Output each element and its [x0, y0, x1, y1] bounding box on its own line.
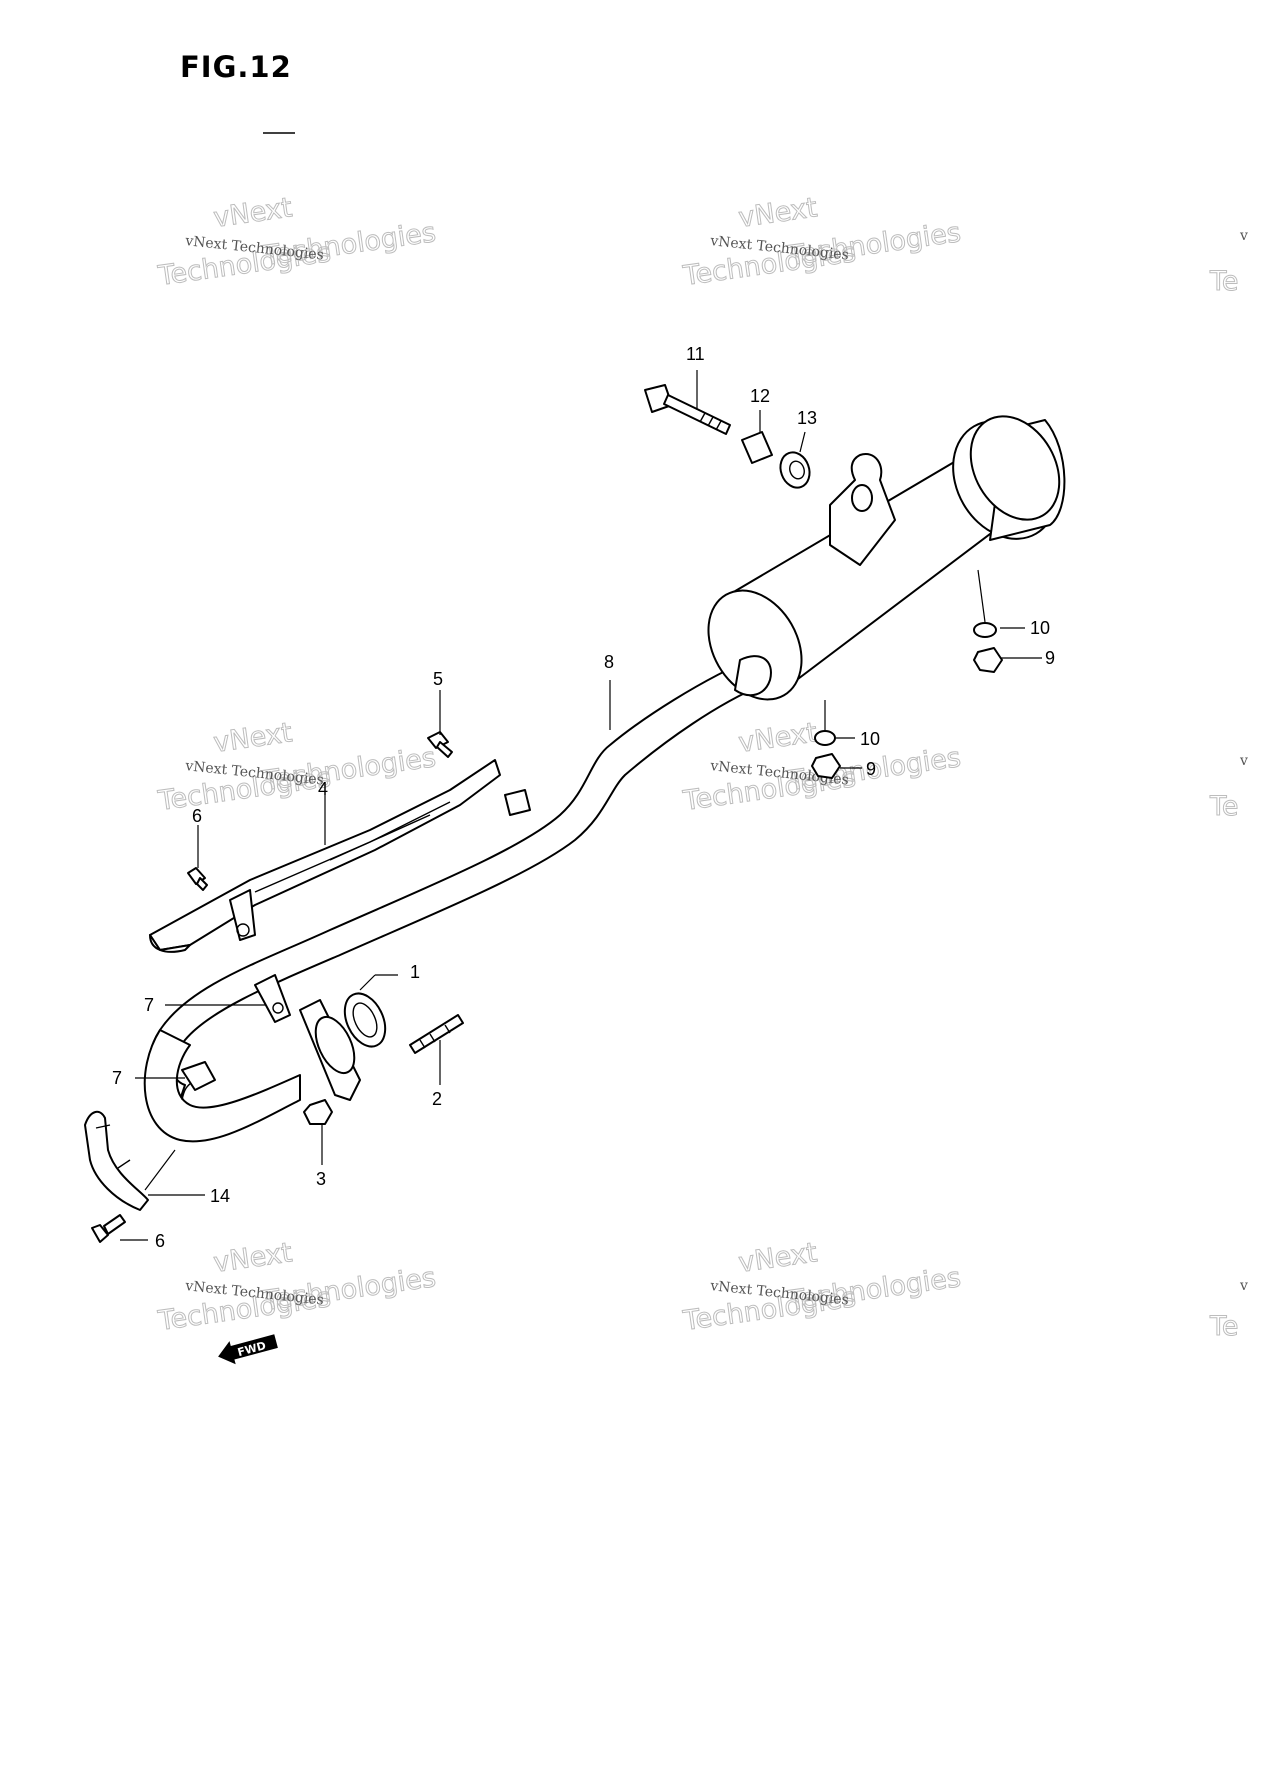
fwd-arrow-icon: FWD: [218, 1334, 278, 1365]
watermark: vNext Technologies Technologies vNext Te…: [680, 192, 963, 293]
watermark-edge-text: v: [1239, 228, 1248, 244]
callout-label: 3: [316, 1169, 326, 1189]
callout-label: 9: [1045, 648, 1055, 668]
stud-bolt: [409, 1014, 464, 1054]
callout-label: 12: [750, 386, 770, 406]
callout-label: 10: [1030, 618, 1050, 638]
callout-label: 8: [604, 652, 614, 672]
callout-label: 11: [686, 344, 705, 364]
nut: [811, 753, 841, 779]
callout-label: 10: [860, 729, 880, 749]
watermark-text: vNext: [737, 1237, 819, 1279]
grommet: [779, 451, 811, 489]
bolt: [427, 731, 453, 758]
exhaust-pipe: [143, 654, 776, 1143]
nut: [303, 1099, 333, 1125]
heat-shield: [149, 759, 531, 953]
pipe-protector: [84, 1110, 149, 1211]
callout-label: 7: [112, 1068, 122, 1088]
figure-title: FIG.12: [180, 50, 292, 84]
exhaust-flange: [299, 999, 361, 1101]
callout-label: 5: [433, 669, 443, 689]
pipe-clamp: [181, 1061, 216, 1091]
watermark: vNext Technologies Technologies vNext Te…: [155, 192, 438, 293]
bolt: [91, 1214, 126, 1243]
watermark: vNext Technologies Technologies vNext Te…: [155, 1237, 438, 1338]
mounting-bolt: [644, 384, 731, 435]
fwd-label: FWD: [236, 1339, 267, 1359]
callout-label: 14: [210, 1186, 230, 1206]
watermark-text: vNext: [737, 717, 819, 759]
watermark-text: vNext: [212, 192, 294, 234]
watermark-text: vNext: [212, 717, 294, 759]
leader-lines: [120, 370, 1042, 1241]
muffler: [707, 415, 1066, 701]
washer: [814, 730, 836, 746]
gasket: [343, 992, 387, 1048]
bolt: [187, 867, 208, 891]
washer: [973, 622, 997, 638]
callout-label: 7: [144, 995, 154, 1015]
watermark-text: vNext: [737, 192, 819, 234]
watermark: vNext Technologies Technologies vNext Te…: [155, 717, 438, 818]
callout-label: 6: [192, 806, 202, 826]
watermark-edge-text: v: [1239, 1278, 1248, 1294]
watermark-edge-text: v: [1239, 753, 1248, 769]
callout-label: 1: [410, 962, 420, 982]
callout-labels: 1 2 3 4 5 6 6 7 7 8 9 9 10 10 11 12 13 1…: [112, 344, 1055, 1251]
pipe-clamp: [254, 974, 291, 1023]
nut: [973, 647, 1003, 673]
watermark-edge-text: Te: [1209, 791, 1239, 822]
watermark-text: vNext: [212, 1237, 294, 1279]
callout-label: 4: [318, 779, 328, 799]
callout-label: 9: [866, 759, 876, 779]
callout-label: 6: [155, 1231, 165, 1251]
callout-label: 2: [432, 1089, 442, 1109]
collar: [741, 431, 773, 464]
watermark-edge-text: Te: [1209, 1311, 1239, 1342]
watermark: vNext Technologies Technologies vNext Te…: [680, 1237, 963, 1338]
watermark-edge-text: Te: [1209, 266, 1239, 297]
callout-label: 13: [797, 408, 817, 428]
